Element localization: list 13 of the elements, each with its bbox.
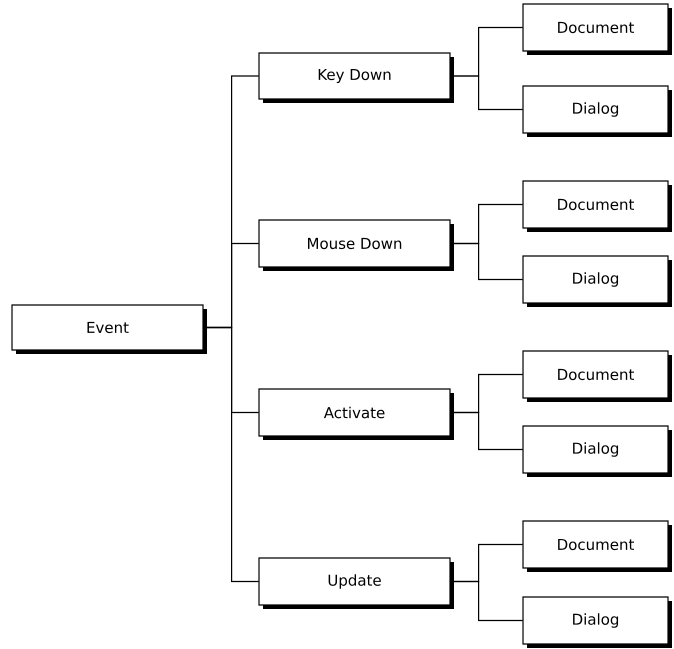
process-box: Document bbox=[522, 180, 672, 232]
process-box: Document bbox=[522, 520, 672, 572]
process-box: Event bbox=[11, 304, 207, 354]
process-box: Dialog bbox=[522, 255, 672, 307]
process-box: Mouse Down bbox=[258, 219, 454, 271]
process-box: Key Down bbox=[258, 52, 454, 103]
process-box: Document bbox=[522, 3, 672, 55]
process-box: Update bbox=[258, 557, 454, 609]
process-box: Document bbox=[522, 350, 672, 402]
process-box: Activate bbox=[258, 388, 454, 440]
process-box: Dialog bbox=[522, 85, 672, 137]
process-box: Dialog bbox=[522, 596, 672, 648]
process-box: Dialog bbox=[522, 425, 672, 477]
